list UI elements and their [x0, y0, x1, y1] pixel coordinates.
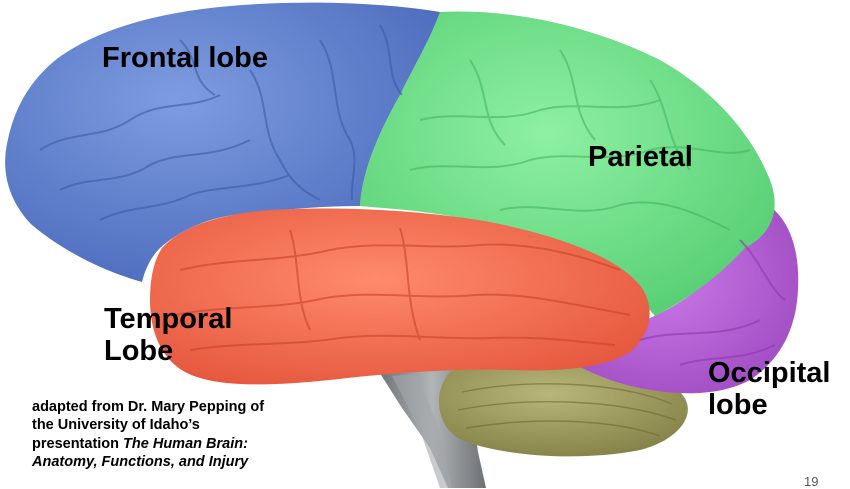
credit-line-3: presentation The Human Brain:: [32, 435, 264, 453]
credit-line-1: adapted from Dr. Mary Pepping of: [32, 398, 264, 416]
frontal-lobe-label: Frontal lobe: [102, 42, 268, 74]
parietal-lobe-label: Parietal: [588, 141, 693, 173]
image-credit: adapted from Dr. Mary Pepping of the Uni…: [32, 398, 264, 472]
temporal-label-line2: Lobe: [104, 335, 232, 367]
credit-title-part2: Anatomy, Functions, and Injury: [32, 454, 248, 470]
credit-line-4: Anatomy, Functions, and Injury: [32, 453, 264, 471]
credit-line-2: the University of Idaho’s: [32, 416, 264, 434]
occipital-label-line2: lobe: [708, 389, 831, 421]
occipital-lobe-label: Occipital lobe: [708, 357, 831, 422]
temporal-lobe-label: Temporal Lobe: [104, 303, 232, 368]
occipital-label-line1: Occipital: [708, 357, 831, 389]
temporal-label-line1: Temporal: [104, 303, 232, 335]
credit-title-part1: The Human Brain:: [123, 436, 248, 452]
credit-prefix: presentation: [32, 436, 123, 452]
slide-number: 19: [804, 474, 818, 489]
